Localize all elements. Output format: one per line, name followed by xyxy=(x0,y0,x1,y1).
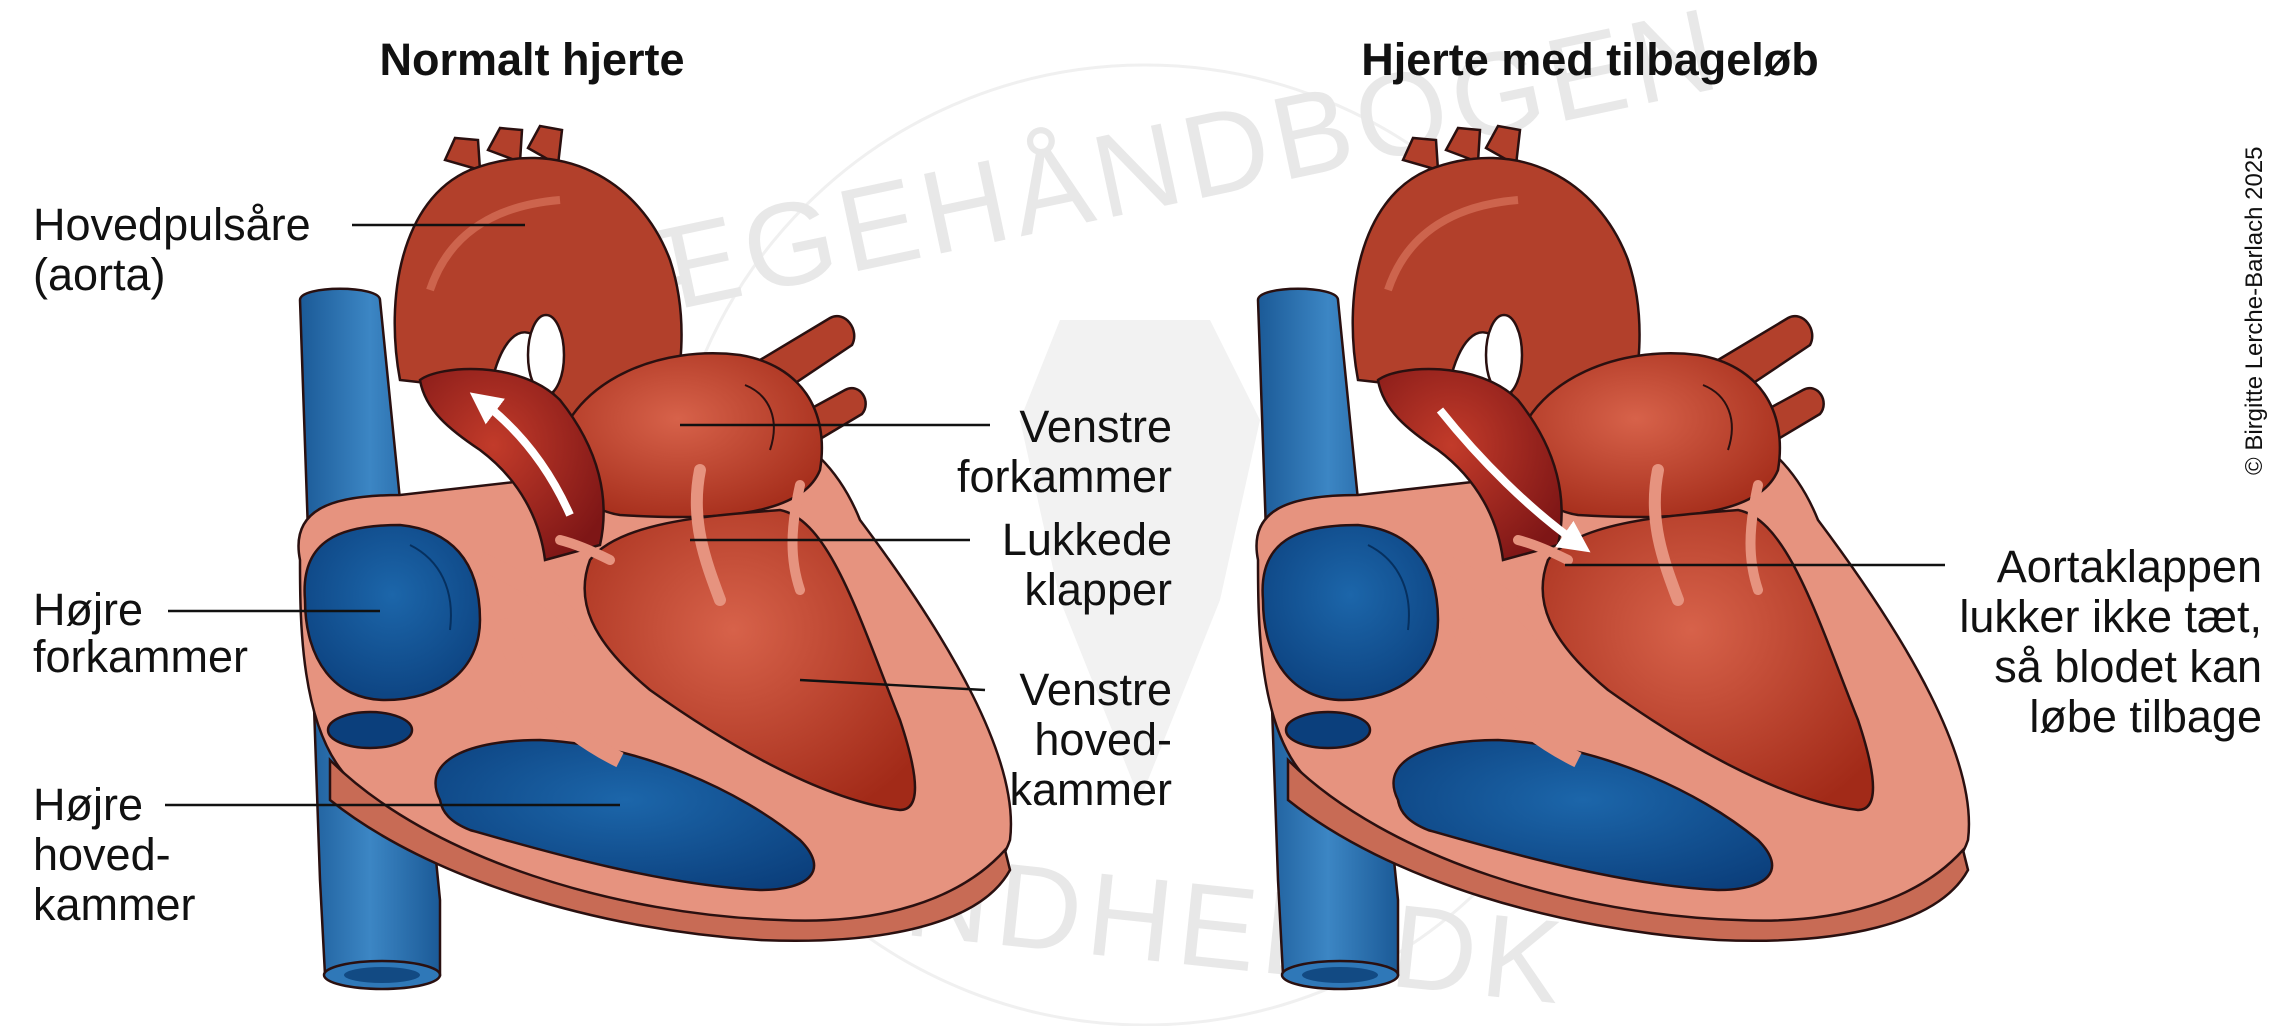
svg-text:klapper: klapper xyxy=(1024,564,1172,615)
svg-text:så blodet kan: så blodet kan xyxy=(1994,641,2262,692)
svg-text:(aorta): (aorta) xyxy=(33,249,166,300)
normal-heart-panel: Normalt hjerte xyxy=(298,34,1010,989)
svg-text:forkammer: forkammer xyxy=(957,451,1172,502)
label-closed-valves: Lukkede klapper xyxy=(1002,514,1172,615)
svg-text:Venstre: Venstre xyxy=(1019,664,1172,715)
svg-text:Hovedpulsåre: Hovedpulsåre xyxy=(33,199,311,250)
svg-text:hoved-: hoved- xyxy=(1034,714,1172,765)
regurgitation-heart-drawing xyxy=(1256,126,1968,989)
regurgitation-heart-title: Hjerte med tilbageløb xyxy=(1361,34,1819,85)
label-aorta: Hovedpulsåre (aorta) xyxy=(33,199,311,300)
svg-text:Venstre: Venstre xyxy=(1019,401,1172,452)
label-aortic-regurgitation: Aortaklappen lukker ikke tæt, så blodet … xyxy=(1959,541,2262,742)
svg-text:Lukkede: Lukkede xyxy=(1002,514,1172,565)
leader-lines xyxy=(165,223,1945,807)
backward-flow-arrow xyxy=(1436,407,1591,553)
label-right-ventricle: Højre hoved- kammer xyxy=(33,779,196,930)
svg-text:kammer: kammer xyxy=(1009,764,1172,815)
svg-text:kammer: kammer xyxy=(33,879,196,930)
label-left-atrium: Venstre forkammer xyxy=(957,401,1172,502)
forward-flow-arrow xyxy=(469,392,574,517)
svg-text:Højre: Højre xyxy=(33,779,143,830)
label-left-ventricle: Venstre hoved- kammer xyxy=(1009,664,1172,815)
svg-text:forkammer: forkammer xyxy=(33,631,248,682)
svg-text:løbe tilbage: løbe tilbage xyxy=(2029,691,2262,742)
normal-heart-title: Normalt hjerte xyxy=(379,34,684,85)
svg-text:Højre: Højre xyxy=(33,584,143,635)
copyright: © Birgitte Lerche-Barlach 2025 xyxy=(2241,146,2268,475)
label-right-atrium: Højre forkammer xyxy=(33,584,248,682)
svg-text:hoved-: hoved- xyxy=(33,829,171,880)
svg-text:Aortaklappen: Aortaklappen xyxy=(1997,541,2262,592)
svg-text:lukker ikke tæt,: lukker ikke tæt, xyxy=(1959,591,2262,642)
regurgitation-heart-panel: Hjerte med tilbageløb xyxy=(1256,34,1968,989)
